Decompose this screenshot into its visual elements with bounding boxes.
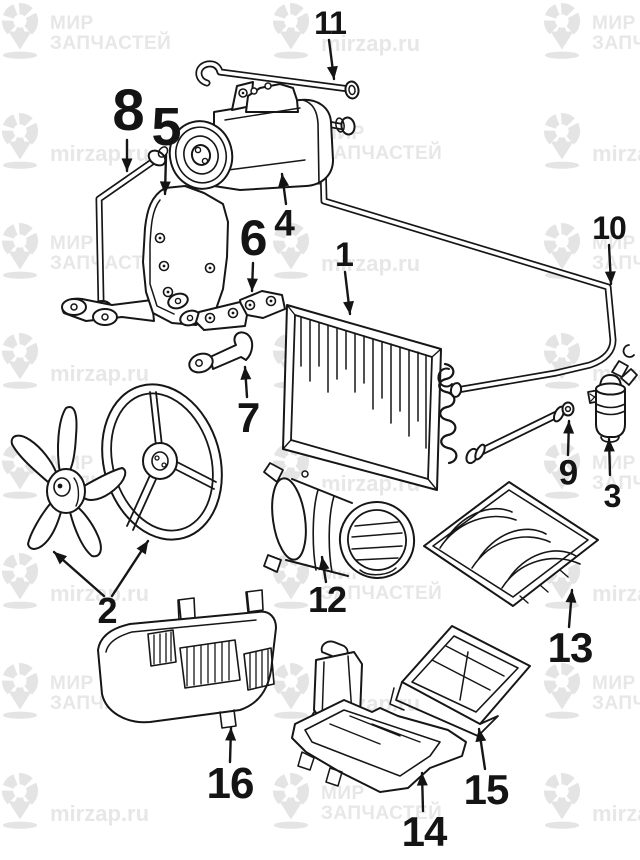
map-pin-gear-icon bbox=[543, 2, 581, 59]
map-pin-gear-icon bbox=[543, 112, 581, 169]
lower-case-drawing bbox=[291, 640, 467, 793]
watermark-site-text: mirzap.ru bbox=[321, 31, 421, 56]
callout-13: 13 bbox=[547, 624, 594, 671]
tube-9-drawing bbox=[465, 401, 575, 465]
map-pin-gear-icon bbox=[1, 2, 39, 59]
watermark-site-text: mirzap.ru bbox=[50, 361, 150, 386]
map-pin-gear-icon bbox=[272, 662, 310, 719]
pipe-11-drawing bbox=[195, 60, 360, 100]
map-pin-gear-icon bbox=[1, 662, 39, 719]
map-pin-gear-icon bbox=[543, 222, 581, 279]
watermark-site-text: mirzap.ru bbox=[592, 801, 640, 826]
callout-11: 11 bbox=[314, 5, 347, 41]
callout-1: 1 bbox=[335, 236, 354, 274]
callout-3: 3 bbox=[603, 478, 622, 514]
bracket-large-drawing bbox=[61, 185, 229, 327]
callout-10: 10 bbox=[592, 210, 627, 246]
map-pin-gear-icon bbox=[1, 552, 39, 609]
watermark-tile: mirzap.ru bbox=[543, 772, 640, 829]
callout-arrows bbox=[52, 38, 616, 813]
bracket-z-drawing bbox=[195, 290, 286, 331]
map-pin-gear-icon bbox=[1, 772, 39, 829]
map-pin-gear-icon bbox=[1, 222, 39, 279]
housing-tray-drawing bbox=[423, 481, 599, 607]
heater-case-drawing bbox=[97, 589, 277, 729]
map-pin-gear-icon bbox=[543, 662, 581, 719]
fan-and-ring-drawing bbox=[101, 383, 223, 541]
callout-9: 9 bbox=[558, 453, 578, 493]
pipe-10-drawing bbox=[318, 116, 635, 398]
watermark-site-text: mirzap.ru bbox=[50, 141, 150, 166]
callout-12: 12 bbox=[307, 579, 347, 620]
map-pin-gear-icon bbox=[1, 112, 39, 169]
watermark-site-text: mirzap.ru bbox=[321, 251, 421, 276]
callout-4: 4 bbox=[274, 202, 295, 244]
map-pin-gear-icon bbox=[272, 2, 310, 59]
map-pin-gear-icon bbox=[543, 442, 581, 499]
fan-blade-drawing bbox=[10, 406, 127, 558]
callout-8: 8 bbox=[112, 78, 144, 143]
watermark-site-text: mirzap.ru bbox=[592, 141, 640, 166]
watermark-tile: mirzap.ru bbox=[1, 332, 149, 389]
callout-7: 7 bbox=[236, 394, 260, 441]
bracket-arm-drawing bbox=[188, 331, 254, 374]
map-pin-gear-icon bbox=[1, 332, 39, 389]
blower-motor-drawing bbox=[263, 462, 416, 579]
compressor-drawing bbox=[168, 81, 334, 191]
watermark-tile: mirzap.ru bbox=[1, 772, 149, 829]
receiver-drier-drawing bbox=[587, 360, 638, 443]
callout-2: 2 bbox=[97, 590, 117, 631]
watermark-site-text: mirzap.ru bbox=[592, 581, 640, 606]
watermark-tile: mirzap.ru bbox=[272, 222, 420, 279]
map-pin-gear-icon bbox=[543, 772, 581, 829]
watermark-tile: mirzap.ru bbox=[1, 552, 149, 609]
callout-14: 14 bbox=[401, 808, 448, 855]
watermark-tile: mirzap.ru bbox=[272, 2, 420, 59]
watermark-tile: mirzap.ru bbox=[543, 112, 640, 169]
callout-6: 6 bbox=[239, 210, 268, 266]
map-pin-gear-icon bbox=[272, 222, 310, 279]
watermark-site-text: mirzap.ru bbox=[50, 801, 150, 826]
callout-5: 5 bbox=[151, 97, 181, 157]
callout-16: 16 bbox=[206, 759, 255, 808]
map-pin-gear-icon bbox=[272, 772, 310, 829]
watermark-tile: mirzap.ru bbox=[1, 112, 149, 169]
callout-15: 15 bbox=[463, 766, 510, 813]
condenser-core-drawing bbox=[282, 304, 458, 491]
